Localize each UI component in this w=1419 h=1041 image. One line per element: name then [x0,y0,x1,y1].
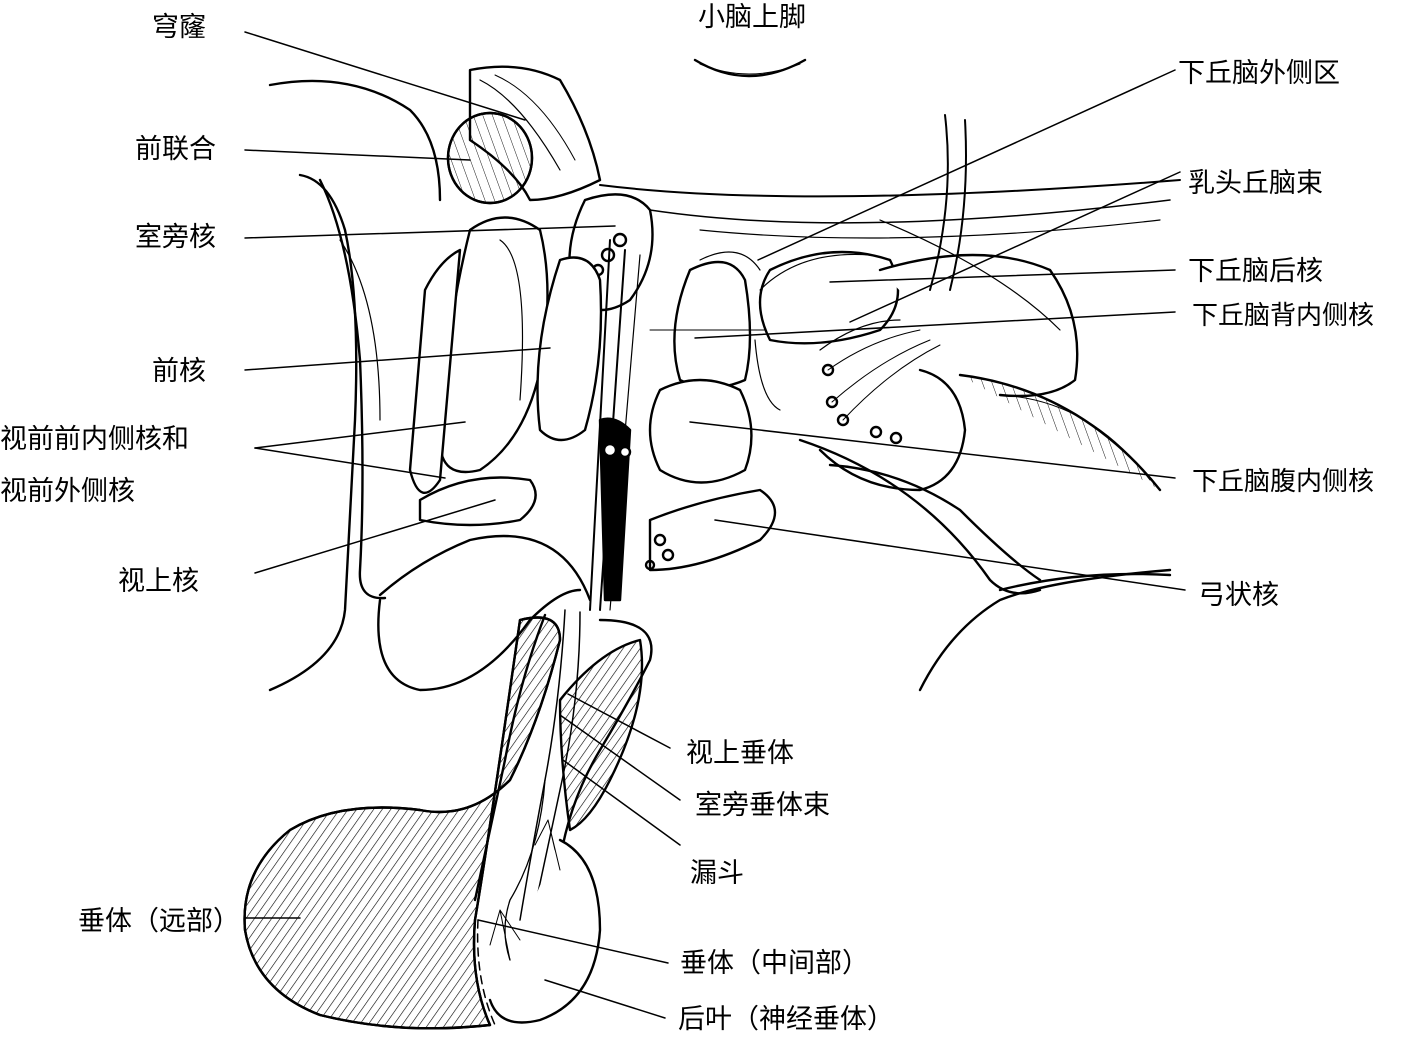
label-dorsomedial-hypothalamic-nucleus: 下丘脑背内侧核 [1192,301,1375,331]
supraoptic-nucleus-shape [418,476,537,527]
label-superior-cerebellar-peduncle: 小脑上脚 [698,2,806,33]
ventromedial-nucleus-shape [648,378,753,484]
label-paraventriculohypophyseal-tract: 室旁垂体束 [695,790,830,821]
label-preoptic-line1: 视前前内侧核和 [0,424,189,455]
label-paraventricular-nucleus: 室旁核 [135,222,216,253]
posterior-lobe-shape [488,838,602,1024]
label-supraopticohypophyseal: 视上垂体 [686,738,794,769]
arcuate-nucleus-shape [648,488,777,572]
label-posterior-hypothalamic-nucleus: 下丘脑后核 [1188,256,1323,287]
dorsomedial-nucleus-shape [673,260,752,389]
label-hypophysis-intermediate-part: 垂体（中间部） [680,948,869,979]
label-infundibulum: 漏斗 [690,858,744,889]
label-anterior-commissure: 前联合 [135,134,216,165]
label-mammillothalamic-tract: 乳头丘脑束 [1188,168,1323,199]
label-supraoptic-nucleus: 视上核 [118,566,199,597]
label-anterior-nucleus: 前核 [152,356,206,387]
mammillothalamic-tract-shape [929,114,949,291]
label-hypophysis-distal-part: 垂体（远部） [78,906,240,937]
label-ventromedial-hypothalamic-nucleus: 下丘脑腹内侧核 [1192,467,1375,497]
label-posterior-lobe: 后叶（神经垂体） [678,1004,894,1035]
label-fornix: 穹窿 [152,12,206,43]
label-preoptic-line2: 视前外侧核 [0,476,135,507]
label-arcuate-nucleus: 弓状核 [1198,580,1279,611]
posterior-nucleus-shape [758,250,900,345]
label-lateral-hypothalamic-area: 下丘脑外侧区 [1178,58,1340,89]
